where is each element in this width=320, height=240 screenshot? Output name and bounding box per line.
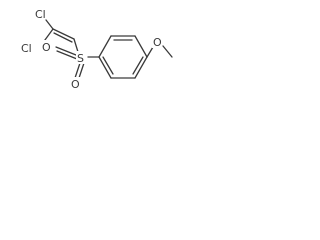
ring-double-c [102,56,114,75]
atom-label-cl-lower: Cl [21,42,32,55]
atom-label-sulfur: S [77,52,84,65]
atom-labels: Cl Cl S O O O [20,6,162,91]
bond-s-o-lower-double [78,62,85,79]
bonds [41,19,173,79]
atom-label-cl-upper: Cl [35,8,46,21]
ring-bond-3 [134,35,148,58]
ring-bond-1 [98,35,112,58]
ring-bond-4 [134,56,148,79]
atom-label-oxygen-methoxy: O [153,36,162,49]
ring-bond-6 [98,56,112,79]
bond-s-o-upper-double [56,50,78,60]
bond-aryl-o [146,46,154,58]
chemical-structure: Cl Cl S O O O [20,6,173,91]
atom-label-oxygen-lower: O [71,78,80,91]
atom-label-oxygen-upper: O [42,41,51,54]
bond-o-methyl [162,45,173,58]
bond-s-o-upper [55,46,77,56]
ring-double-b [132,56,144,75]
bond-cl-c1-upper [45,19,54,30]
bond-c1-c2-double [53,32,73,43]
bond-c1-c2 [52,28,75,40]
bond-c2-s [73,38,79,53]
bond-s-o-lower [74,62,81,79]
